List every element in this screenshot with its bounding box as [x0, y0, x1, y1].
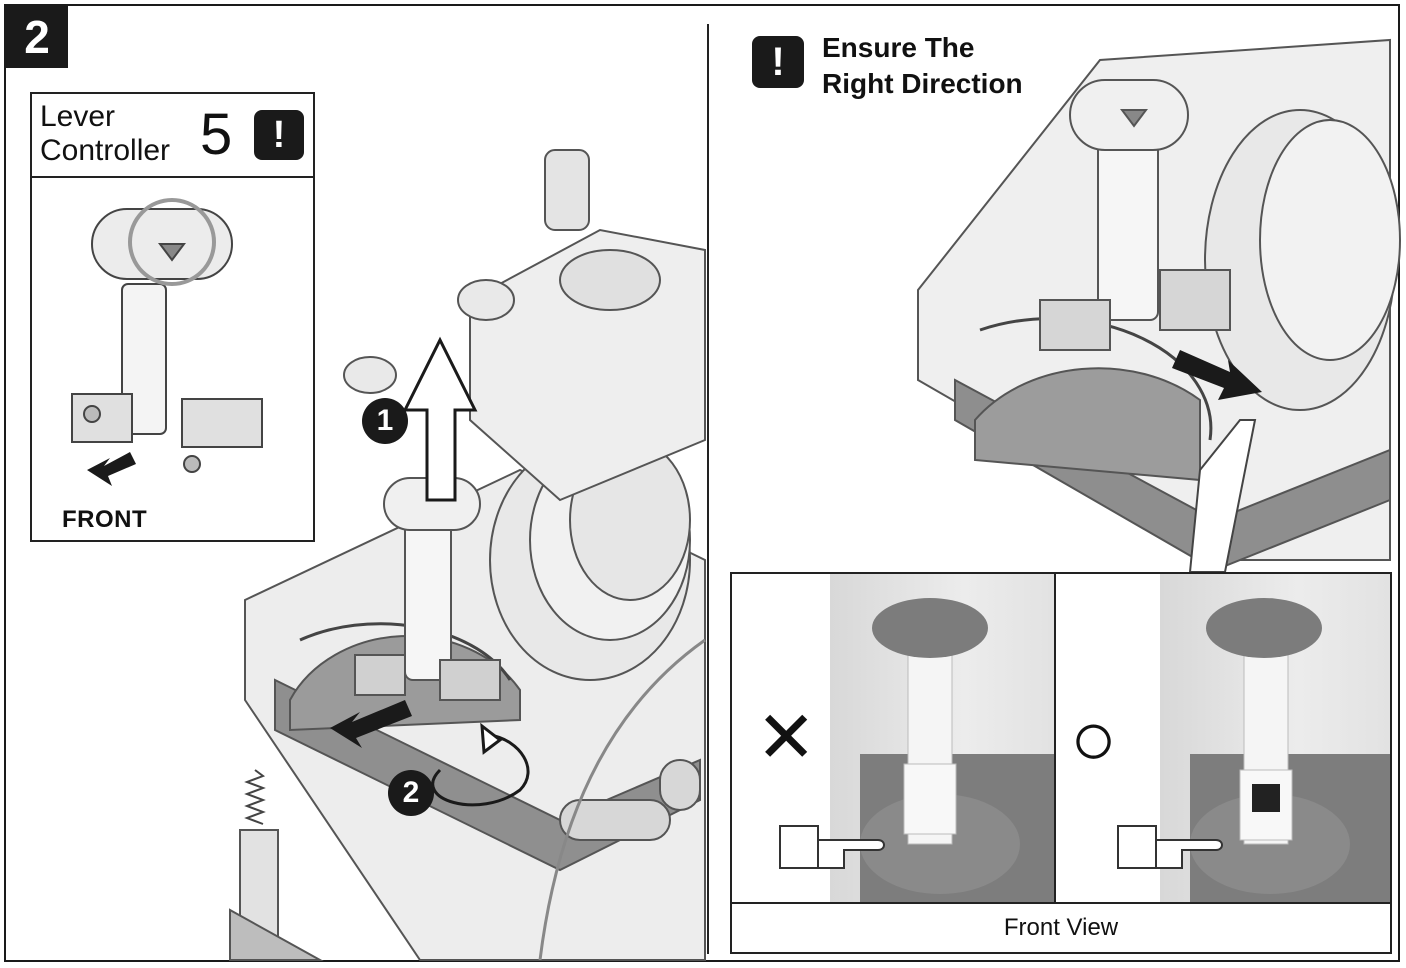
- wrong-mark: ✕: [756, 698, 817, 778]
- warning-icon: !: [752, 36, 804, 88]
- front-view-caption: Front View: [1003, 914, 1119, 941]
- panel-divider: [707, 24, 709, 954]
- callout-header: Lever Controller 5 !: [32, 94, 313, 178]
- lever-part-illustration: [71, 198, 263, 486]
- step-2-marker: 2: [388, 770, 434, 816]
- direction-arrow-icon: [1172, 350, 1262, 400]
- front-view-comparison: ✕ ○: [730, 572, 1392, 954]
- warning-icon: !: [254, 110, 304, 160]
- step-number-badge: 2: [6, 6, 68, 68]
- pointing-hand-icon: [779, 825, 885, 869]
- ensure-direction-title: Ensure The Right Direction: [822, 32, 1023, 99]
- callout-label: Lever Controller: [40, 100, 171, 167]
- wrong-orientation-photo: [830, 574, 1054, 902]
- lever-controller-callout: Lever Controller 5 !: [30, 92, 315, 542]
- front-label: FRONT: [62, 506, 148, 533]
- pointing-hand-icon: [1117, 825, 1223, 869]
- step-1-marker: 1: [362, 398, 408, 444]
- correct-mark: ○: [1070, 694, 1118, 782]
- correct-orientation-photo: [1160, 574, 1390, 902]
- part-number: 5: [200, 102, 233, 167]
- lift-arrow-icon: [402, 336, 478, 502]
- front-arrow-icon: [87, 452, 136, 486]
- front-arrow-icon: [330, 700, 412, 748]
- rotate-arrow-icon: [431, 722, 530, 807]
